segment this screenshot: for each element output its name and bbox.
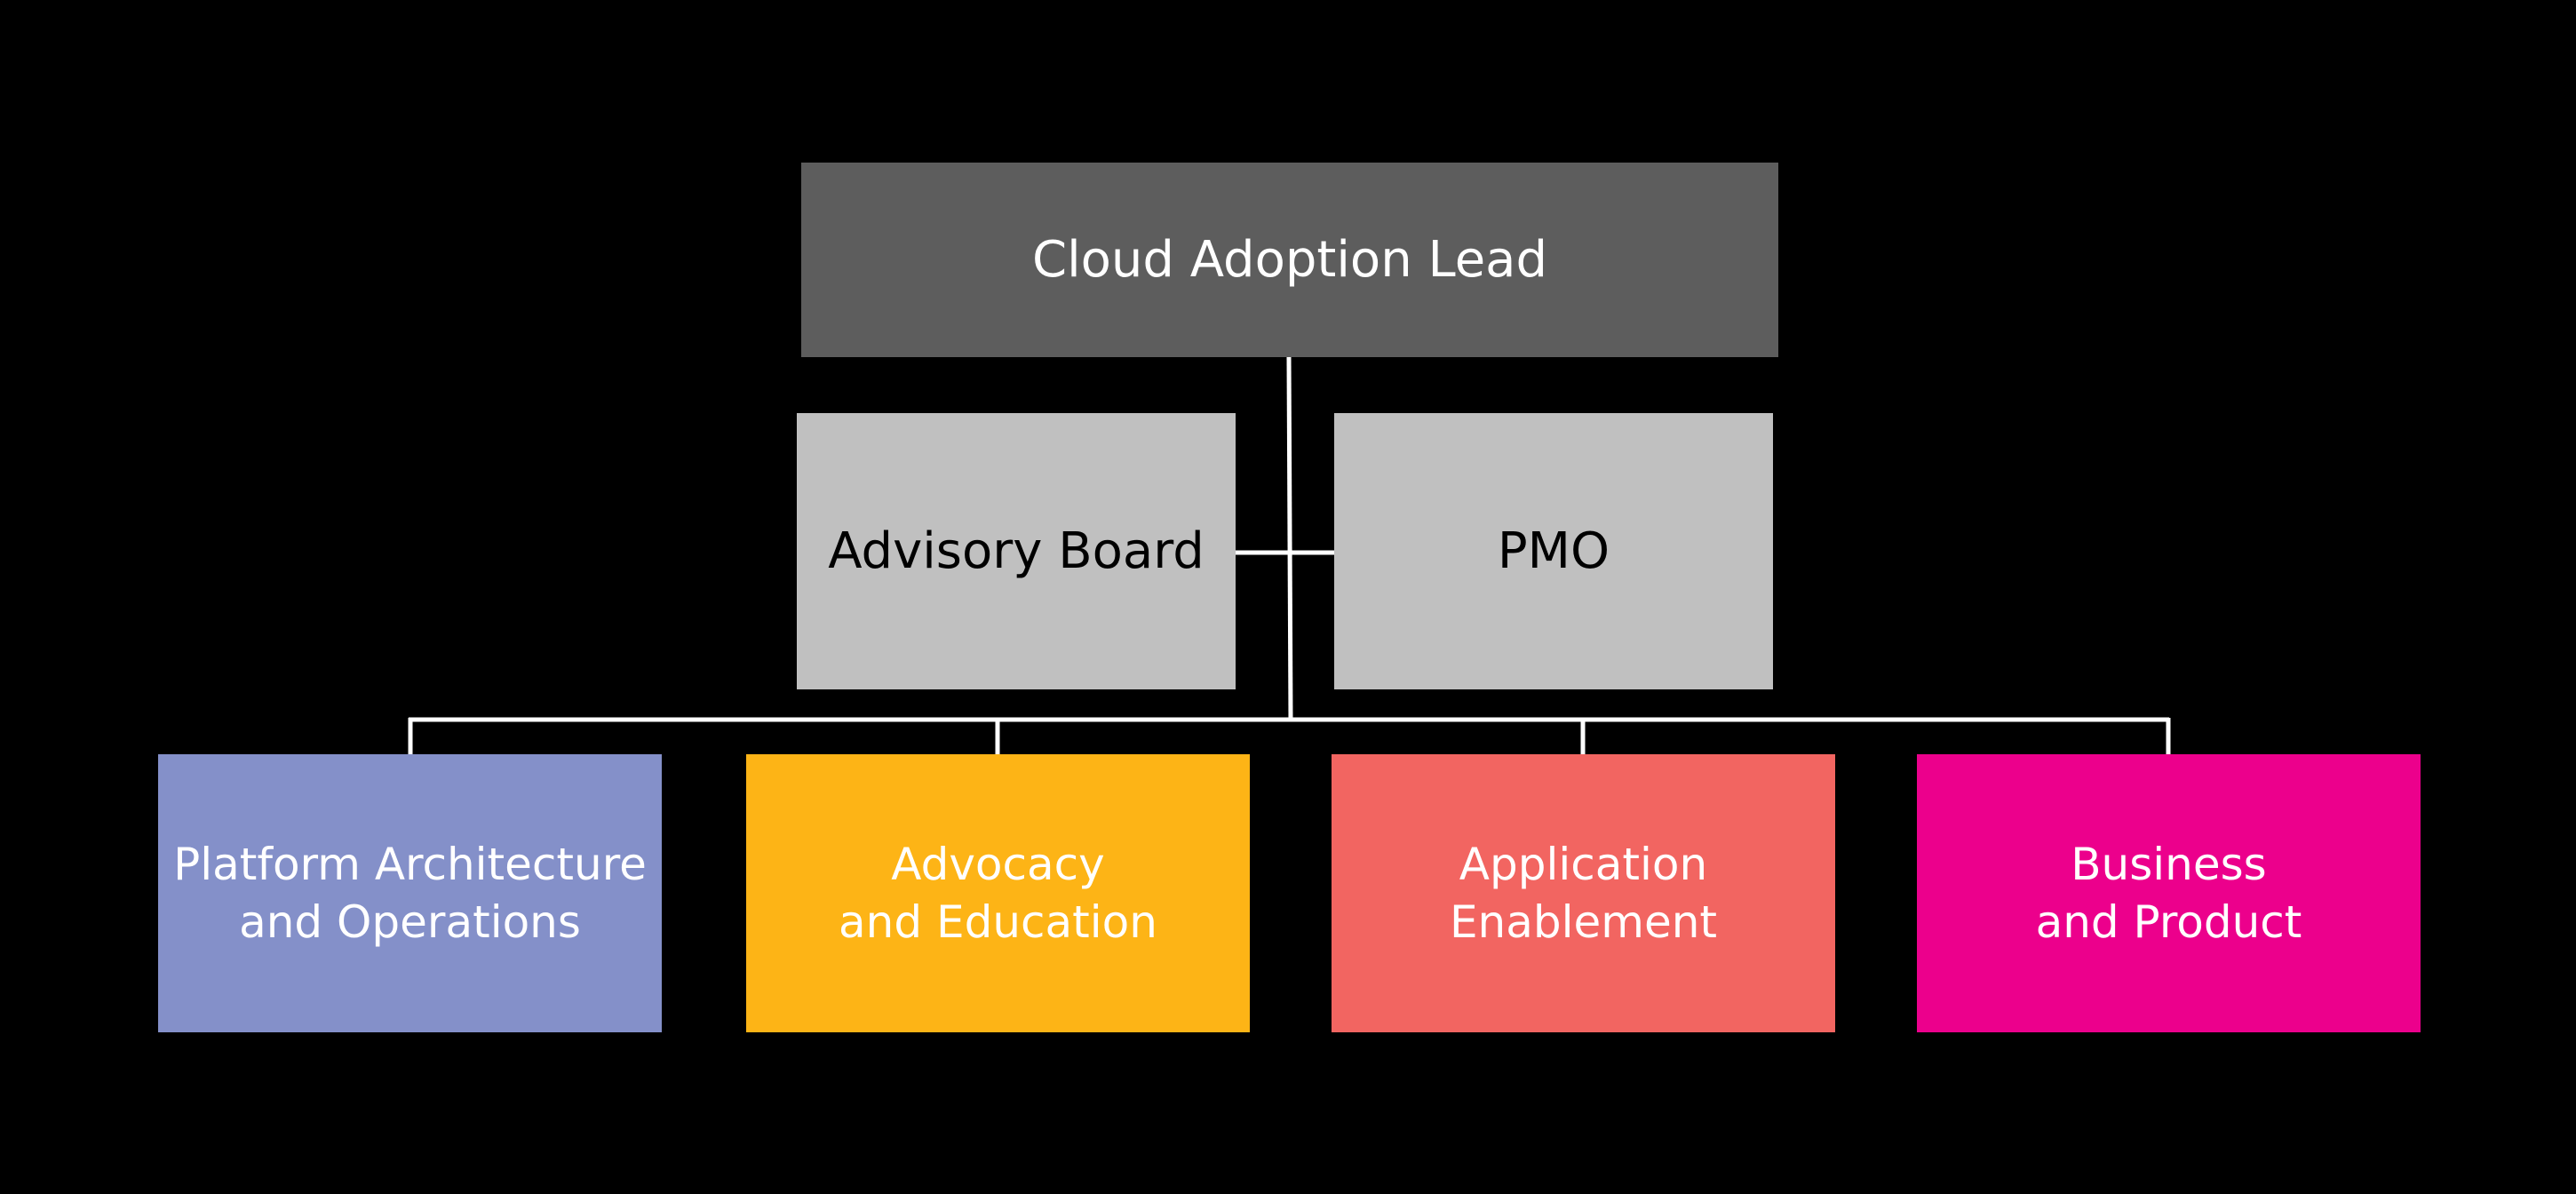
node-label: Platform Architecture and Operations (173, 838, 647, 948)
node-label: Cloud Adoption Lead (1031, 230, 1548, 289)
node-cloud-adoption-lead: Cloud Adoption Lead (801, 163, 1778, 357)
node-label: Advocacy and Education (839, 838, 1157, 948)
node-label: Business and Product (2035, 838, 2302, 948)
node-pmo: PMO (1334, 413, 1773, 689)
trunk-connector (1286, 356, 1293, 720)
node-advisory-board: Advisory Board (797, 413, 1236, 689)
node-advocacy-education: Advocacy and Education (746, 754, 1250, 1032)
node-business-product: Business and Product (1917, 754, 2421, 1032)
node-label: PMO (1497, 521, 1610, 580)
node-label: Application Enablement (1449, 838, 1718, 948)
node-platform-architecture: Platform Architecture and Operations (158, 754, 662, 1032)
node-label: Advisory Board (828, 521, 1205, 580)
node-application-enablement: Application Enablement (1332, 754, 1835, 1032)
